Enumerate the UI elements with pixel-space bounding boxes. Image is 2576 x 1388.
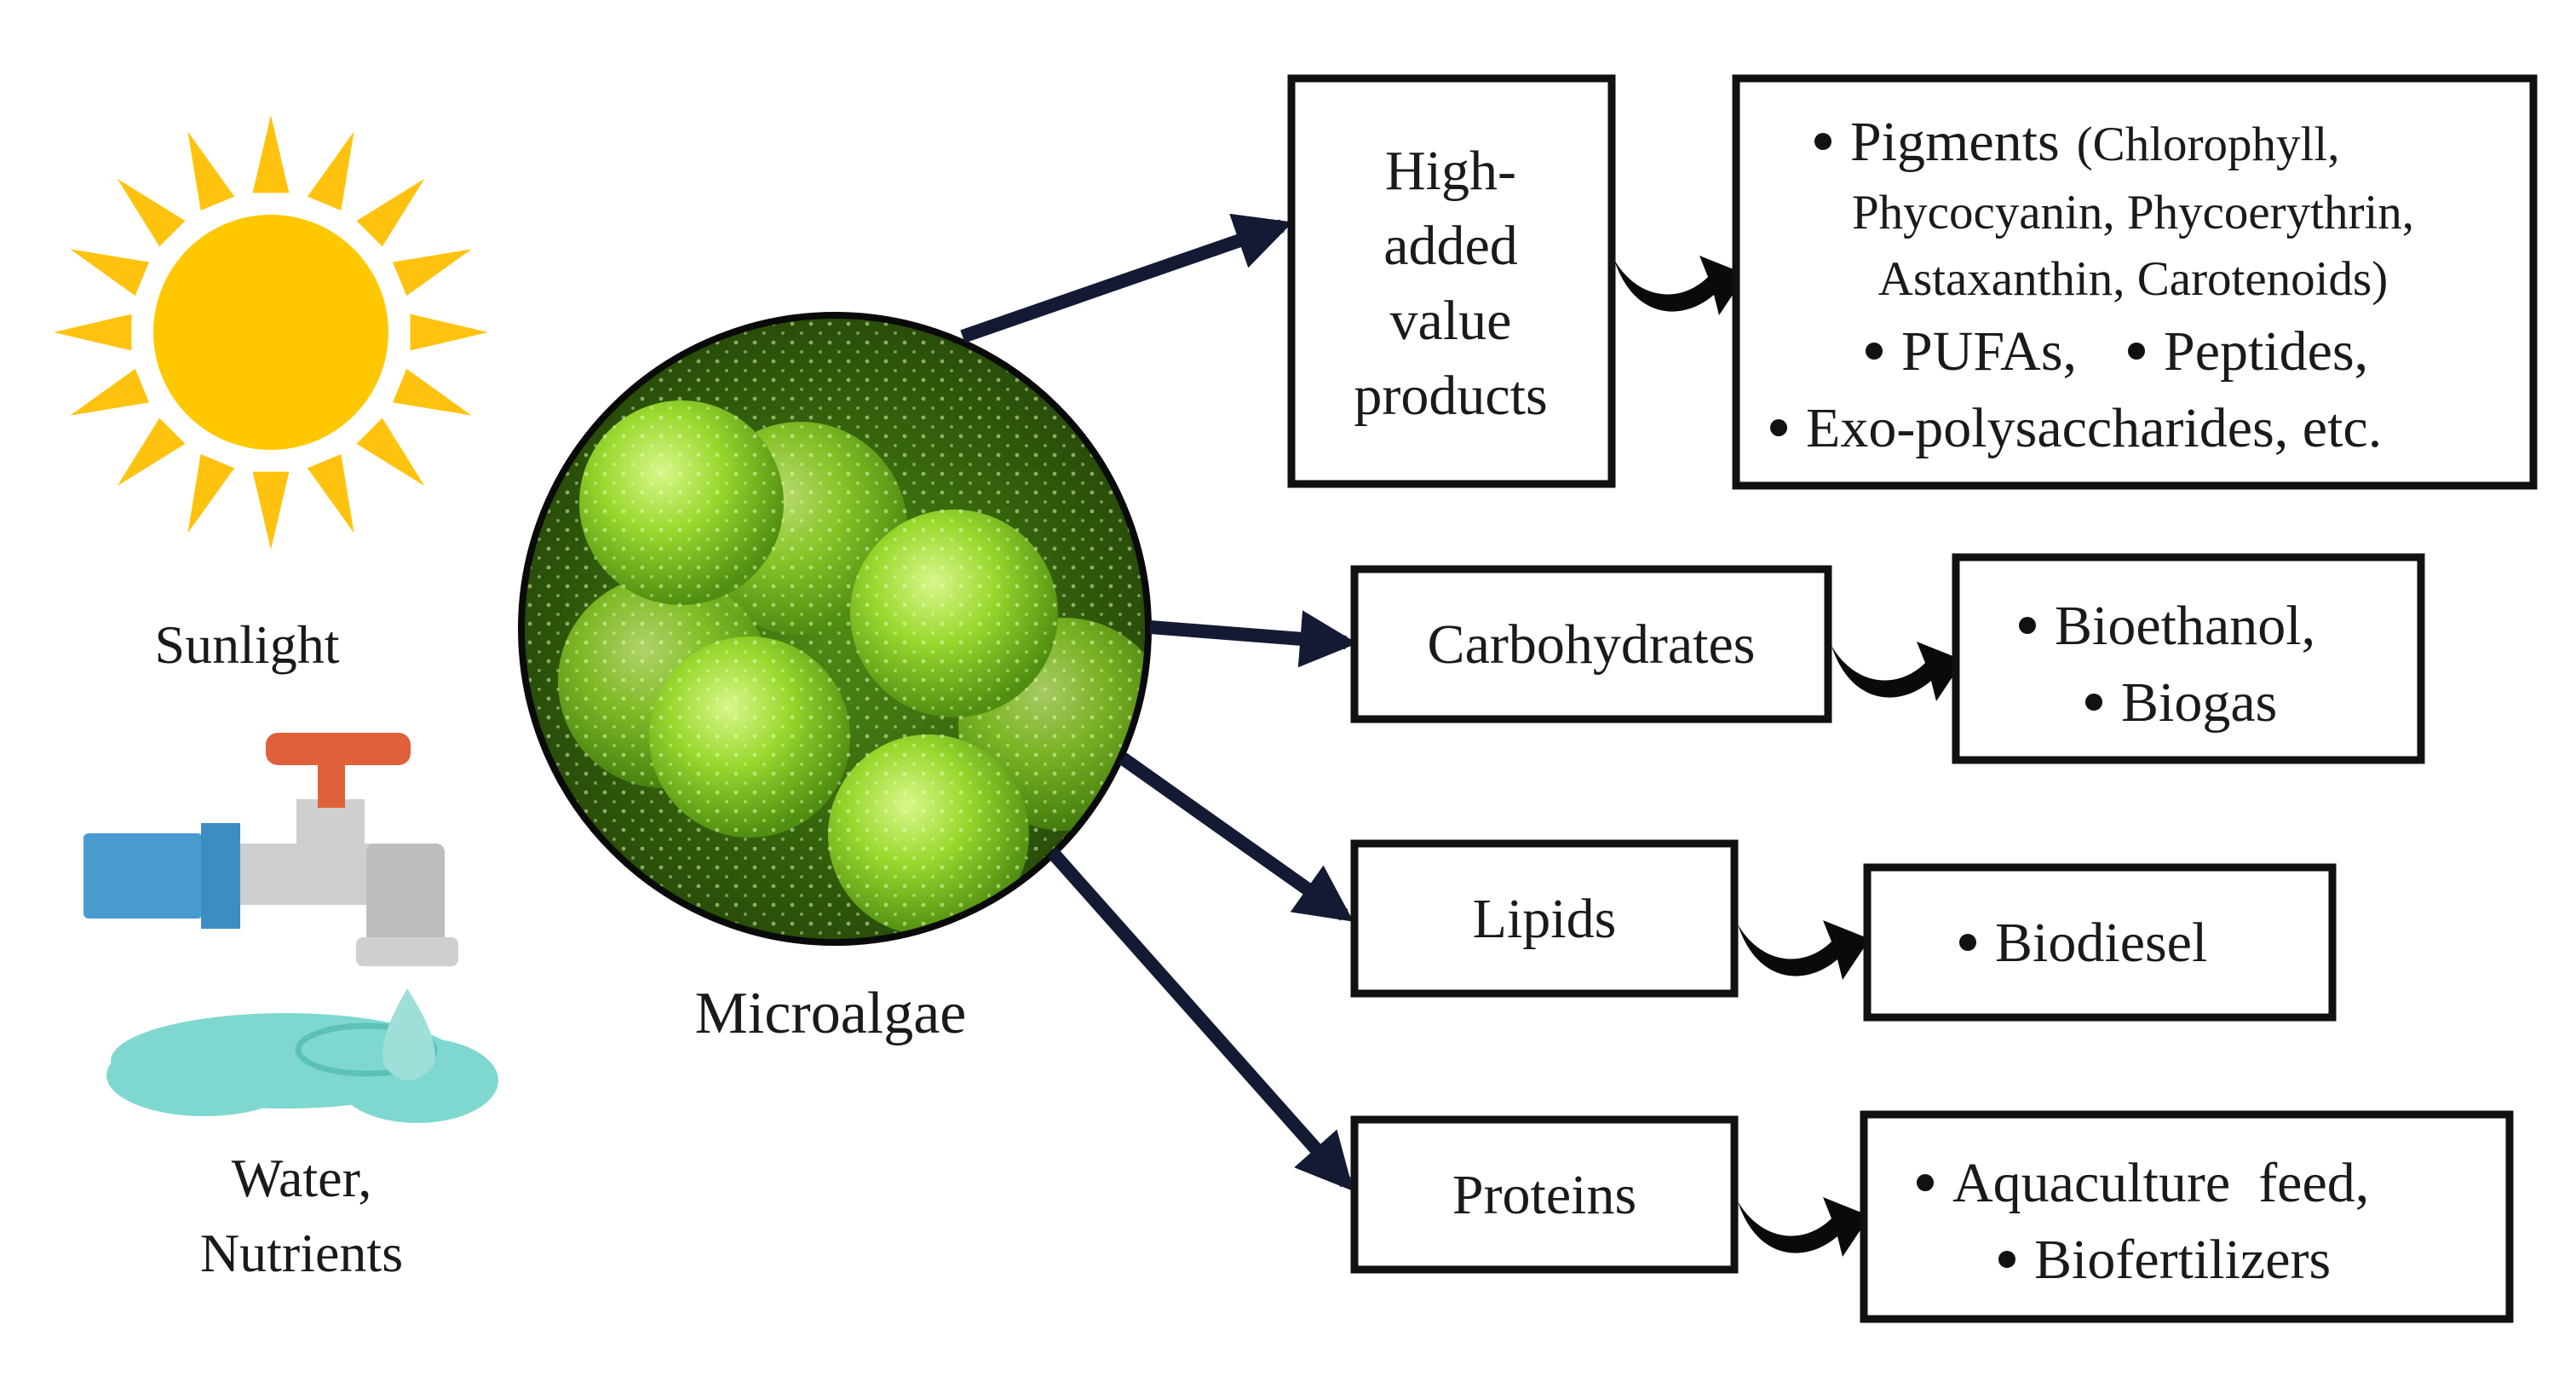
sun-ray xyxy=(356,178,425,247)
sun-ray xyxy=(187,131,235,211)
high-value-line4: products xyxy=(1354,365,1547,427)
proteins-label: Proteins xyxy=(1452,1164,1636,1226)
pigments-line3: Astaxanthin, Carotenoids) xyxy=(1878,252,2388,306)
microalgae-image xyxy=(518,312,1152,946)
sun-ray xyxy=(187,453,235,533)
high-value-line2: added xyxy=(1383,215,1518,277)
arrow-to-carbohydrates xyxy=(1149,610,1358,668)
sun-ray xyxy=(70,249,150,297)
svg-text:Pigments (Chlorophyll,: Pigments (Chlorophyll, xyxy=(1850,111,2339,173)
sun-ray xyxy=(117,178,186,247)
connector-arrows xyxy=(960,213,1358,1192)
carbohydrates-products-box xyxy=(1952,553,2425,764)
high-value-products-list: Pigments (Chlorophyll, Phycocyanin, Phyc… xyxy=(1770,111,2414,459)
curved-arrow-carbohydrates xyxy=(1831,642,1964,701)
carbohydrates-box xyxy=(1350,565,1832,723)
proteins-box xyxy=(1350,1115,1739,1274)
peptides-item: Peptides, xyxy=(2164,320,2368,383)
sun-ray xyxy=(410,314,488,351)
carbohydrates-label: Carbohydrates xyxy=(1428,613,1756,676)
pufas-item: PUFAs, xyxy=(1901,320,2077,383)
high-value-line1: High- xyxy=(1385,140,1516,202)
exo-polysaccharides-item: Exo-polysaccharides, etc. xyxy=(1806,397,2382,459)
arrow-to-high-value xyxy=(960,213,1293,343)
curved-arrow-proteins xyxy=(1738,1197,1870,1257)
lipids-label: Lipids xyxy=(1473,888,1617,950)
sun-ray xyxy=(54,314,132,351)
water-tap-icon xyxy=(83,733,498,1123)
sun-ray xyxy=(117,418,186,487)
high-value-line3: value xyxy=(1390,290,1512,352)
biofertilizers-item: Biofertilizers xyxy=(2034,1229,2331,1291)
sun-ray xyxy=(252,115,290,193)
sun-ray xyxy=(356,418,425,487)
proteins-products-box xyxy=(1860,1110,2514,1323)
pigments-line2: Phycocyanin, Phycoerythrin, xyxy=(1852,186,2414,239)
sun-icon xyxy=(54,115,488,550)
sun-ray xyxy=(252,471,290,550)
sunlight-label: Sunlight xyxy=(155,614,340,675)
high-value-products-box xyxy=(1732,74,2538,490)
sun-ray xyxy=(392,368,472,416)
arrow-to-lipids xyxy=(1118,752,1354,922)
arrow-to-proteins xyxy=(1047,847,1354,1192)
sun-ray xyxy=(307,131,354,211)
curved-arrow-high-value xyxy=(1614,256,1746,315)
high-value-box xyxy=(1287,74,1616,488)
curved-arrow-lipids xyxy=(1738,920,1870,980)
sun-ray xyxy=(70,368,150,416)
aquaculture-feed-item: Aquaculture feed, xyxy=(1952,1152,2369,1214)
lipids-box xyxy=(1350,839,1739,998)
biodiesel-item: Biodiesel xyxy=(1995,912,2207,974)
sun-ray xyxy=(392,249,472,297)
pigments-detail: (Chlorophyll, xyxy=(2077,118,2340,171)
pigments-item: Pigments xyxy=(1850,111,2060,173)
water-label-line1: Water, xyxy=(232,1148,372,1208)
bioethanol-item: Bioethanol, xyxy=(2055,595,2315,657)
sun-ray xyxy=(307,453,354,533)
biogas-item: Biogas xyxy=(2121,671,2277,734)
lipids-products-box xyxy=(1863,863,2337,1022)
water-label-line2: Nutrients xyxy=(200,1223,403,1283)
microalgae-label: Microalgae xyxy=(695,981,967,1046)
